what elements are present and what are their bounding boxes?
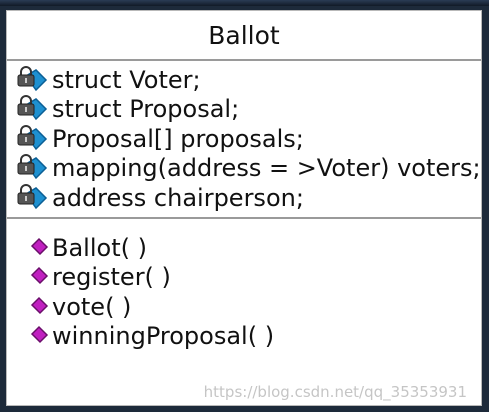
operations-compartment: Ballot( ) register( ) vote( ) winningPro… — [7, 219, 481, 351]
operation-text: register( ) — [52, 263, 171, 292]
operation-text: vote( ) — [52, 292, 132, 321]
attribute-row: address chairperson; — [7, 183, 481, 213]
public-operation-diamond-icon — [30, 326, 49, 344]
operation-row: Ballot( ) — [7, 233, 481, 263]
attribute-text: struct Proposal; — [52, 95, 240, 124]
public-operation-diamond-icon — [30, 267, 49, 285]
operation-row: winningProposal( ) — [7, 322, 481, 352]
operation-text: winningProposal( ) — [52, 322, 275, 351]
attribute-text: mapping(address = >Voter) voters; — [52, 154, 481, 183]
private-attribute-lock-icon — [17, 65, 48, 91]
operation-row: register( ) — [7, 263, 481, 293]
private-attribute-lock-icon — [17, 95, 48, 121]
public-operation-diamond-icon — [30, 296, 49, 314]
attribute-row: Proposal[] proposals; — [7, 124, 481, 154]
operation-text: Ballot( ) — [52, 233, 147, 262]
class-name: Ballot — [7, 11, 481, 61]
attribute-text: struct Voter; — [52, 65, 201, 94]
attribute-text: address chairperson; — [52, 183, 304, 212]
operation-row: vote( ) — [7, 292, 481, 322]
window-frame-top — [0, 0, 489, 6]
attribute-row: struct Proposal; — [7, 95, 481, 125]
uml-class-box: Ballot struct Voter; struct Proposal; — [6, 10, 482, 406]
attribute-row: mapping(address = >Voter) voters; — [7, 154, 481, 184]
public-operation-diamond-icon — [30, 237, 49, 255]
attribute-text: Proposal[] proposals; — [52, 124, 304, 153]
attributes-compartment: struct Voter; struct Proposal; Proposal[… — [7, 61, 481, 219]
attribute-row: struct Voter; — [7, 65, 481, 95]
watermark: https://blog.csdn.net/qq_35353931 — [203, 383, 467, 401]
private-attribute-lock-icon — [17, 154, 48, 180]
private-attribute-lock-icon — [17, 124, 48, 150]
private-attribute-lock-icon — [17, 183, 48, 209]
